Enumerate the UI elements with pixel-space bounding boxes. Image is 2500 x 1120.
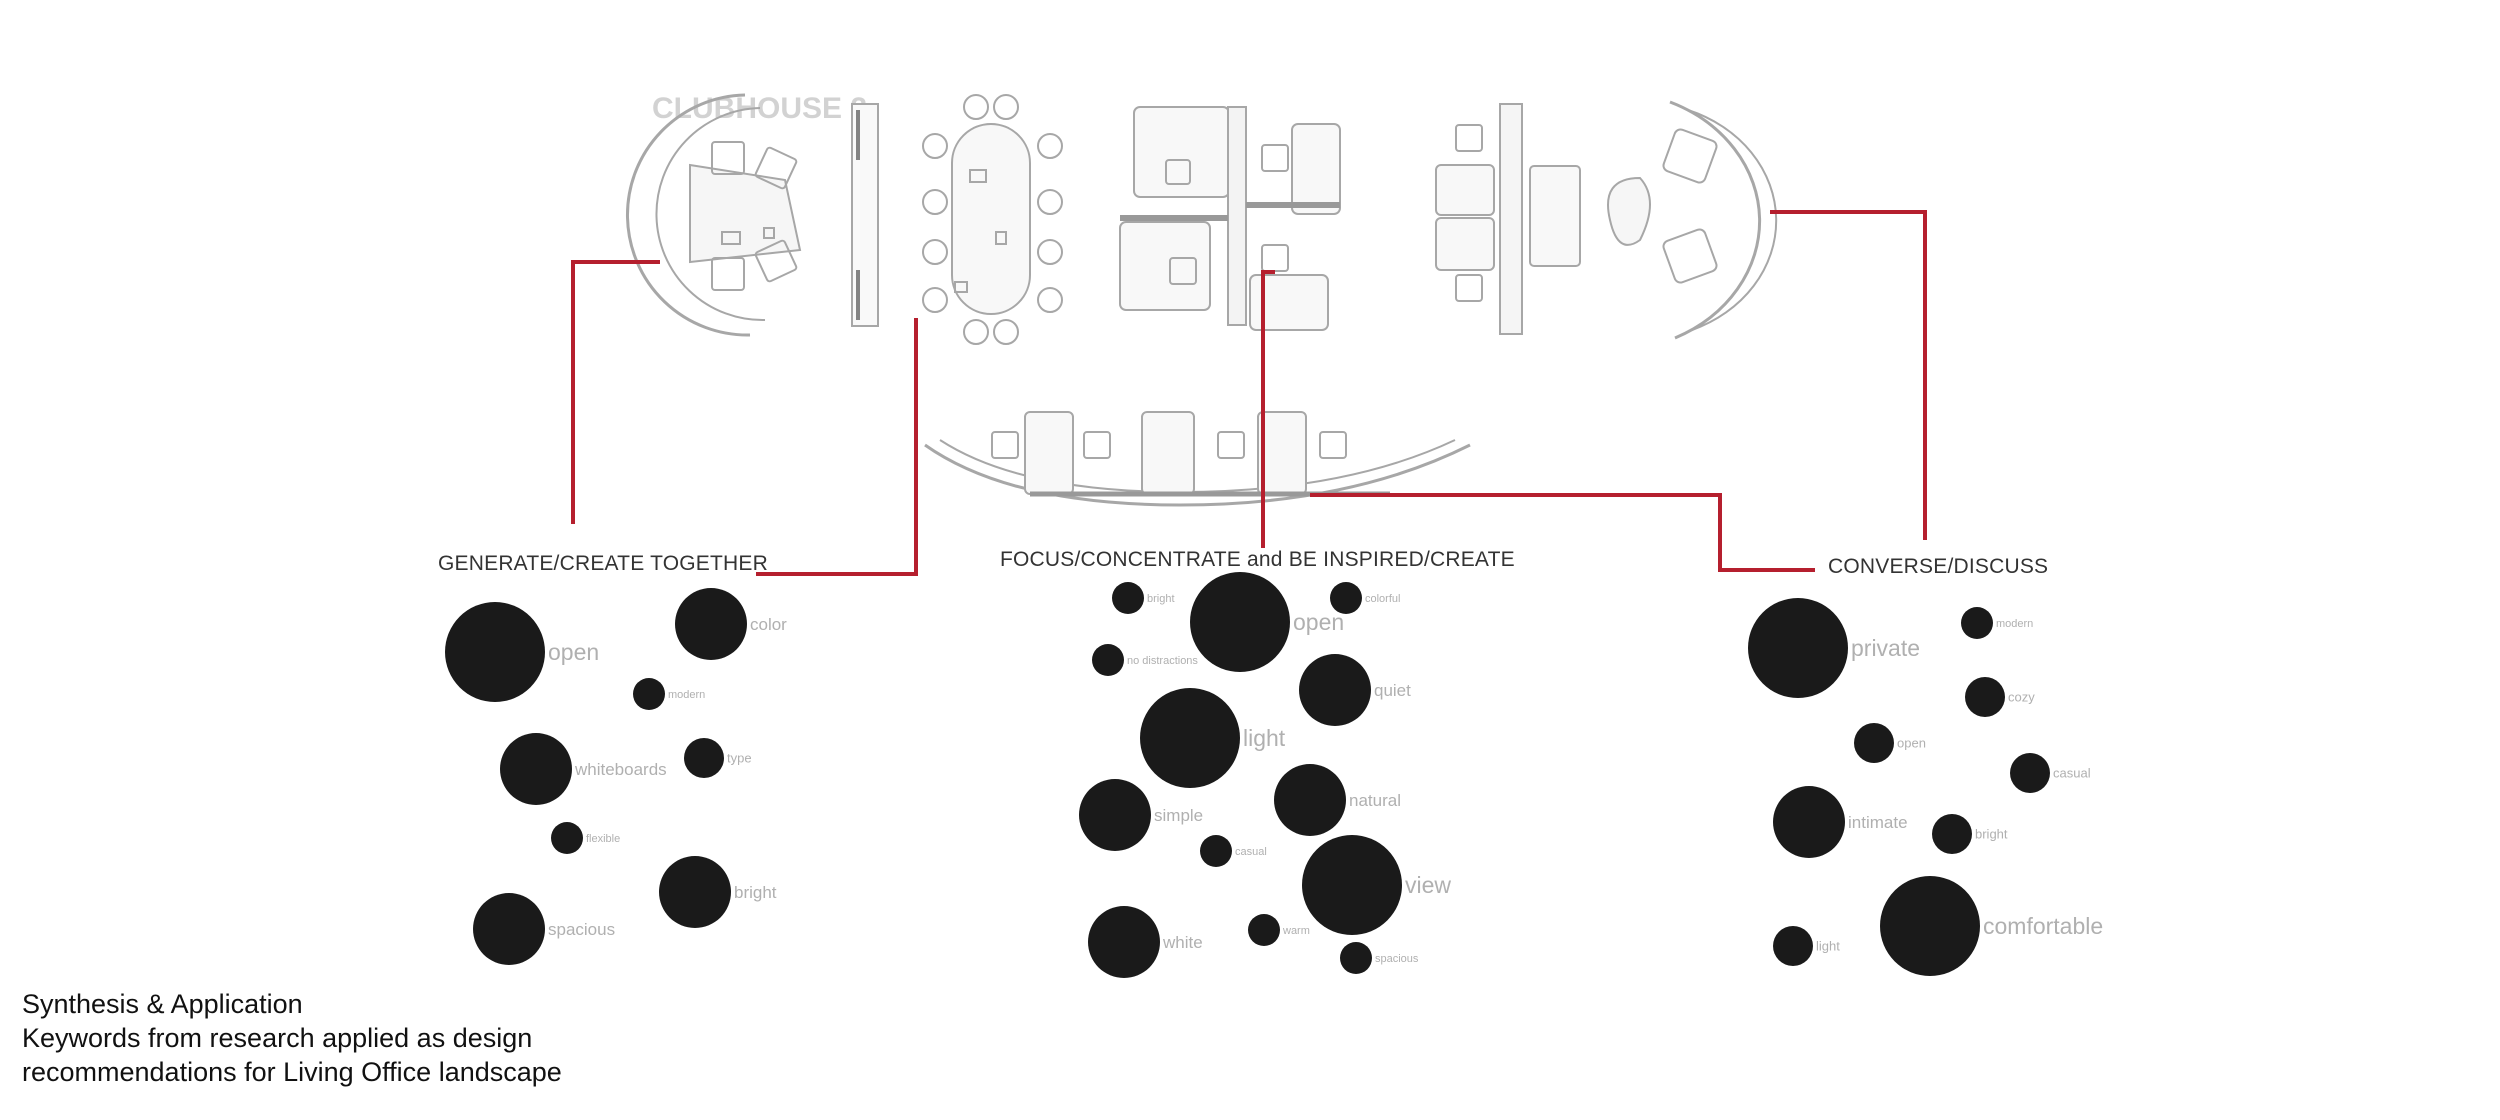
keyword-bubble — [1748, 598, 1848, 698]
keyword-bubble — [1299, 654, 1371, 726]
keyword-bubble — [445, 602, 545, 702]
keyword-label: light — [1816, 939, 1840, 954]
keyword-label: white — [1162, 933, 1203, 952]
keyword-label: whiteboards — [574, 760, 667, 779]
keyword-label: type — [727, 751, 752, 766]
left-lounge-zone — [626, 93, 802, 337]
workstation-cluster — [1119, 106, 1341, 331]
keyword-bubble — [1773, 926, 1813, 966]
keyword-label: bright — [1147, 593, 1175, 605]
keyword-label: natural — [1349, 791, 1401, 810]
keyword-label: warm — [1282, 925, 1310, 937]
heading-focus-concentrate: FOCUS/CONCENTRATE and BE INSPIRED/CREATE — [1000, 548, 1515, 571]
keyword-bubble — [1190, 572, 1290, 672]
caption-line-3: recommendations for Living Office landsc… — [22, 1057, 562, 1087]
keyword-label: cozy — [2008, 690, 2035, 705]
keyword-label: private — [1851, 635, 1920, 661]
divider-panel — [851, 103, 879, 327]
connector-lines — [571, 210, 1927, 576]
keyword-label: open — [1293, 609, 1344, 635]
bottom-bench-zone — [924, 411, 1471, 507]
keyword-bubble — [1854, 723, 1894, 763]
keyword-bubble — [1274, 764, 1346, 836]
caption-title: Synthesis & Application — [22, 989, 303, 1019]
keyword-bubble — [1248, 914, 1280, 946]
keyword-label: modern — [668, 689, 705, 701]
keyword-label: modern — [1996, 618, 2033, 630]
keyword-bubble — [1079, 779, 1151, 851]
keyword-bubbles: open color modern whiteboards type flexible br… — [445, 572, 2103, 978]
keyword-label: casual — [1235, 846, 1267, 858]
keyword-bubble — [1965, 677, 2005, 717]
keyword-bubble — [675, 588, 747, 660]
keyword-label: no distractions — [1127, 655, 1198, 667]
keyword-label: quiet — [1374, 681, 1411, 700]
caption-line-2: Keywords from research applied as design — [22, 1023, 533, 1053]
keyword-label: open — [548, 639, 599, 665]
keyword-bubble — [2010, 753, 2050, 793]
floor-plan: CLUBHOUSE 2 — [626, 92, 1778, 507]
conference-table — [922, 94, 1063, 345]
right-lounge-zone — [1435, 100, 1778, 340]
connector-generate-right — [756, 318, 918, 576]
keyword-bubble — [500, 733, 572, 805]
keyword-label: colorful — [1365, 593, 1400, 605]
keyword-label: color — [750, 615, 787, 634]
keyword-bubble — [473, 893, 545, 965]
keyword-label: casual — [2053, 766, 2091, 781]
keyword-bubble — [1140, 688, 1240, 788]
keyword-label: comfortable — [1983, 913, 2103, 939]
keyword-label: intimate — [1848, 813, 1908, 832]
keyword-bubble — [1880, 876, 1980, 976]
keyword-bubble — [1088, 906, 1160, 978]
keyword-label: bright — [734, 883, 777, 902]
keyword-bubble — [551, 822, 583, 854]
keyword-label: flexible — [586, 833, 620, 845]
keyword-bubble — [1330, 582, 1362, 614]
keyword-bubble — [1092, 644, 1124, 676]
heading-generate-create-together: GENERATE/CREATE TOGETHER — [438, 552, 768, 575]
keyword-bubble — [633, 678, 665, 710]
keyword-bubble — [1200, 835, 1232, 867]
connector-converse-lounge — [1770, 210, 1927, 540]
connector-converse-bench — [1310, 493, 1815, 572]
keyword-label: spacious — [1375, 953, 1419, 965]
keyword-bubble — [659, 856, 731, 928]
keyword-bubble — [1340, 942, 1372, 974]
caption-block: Synthesis & Application Keywords from re… — [22, 987, 562, 1089]
keyword-bubble — [1773, 786, 1845, 858]
heading-converse-discuss: CONVERSE/DISCUSS — [1828, 555, 2049, 578]
keyword-bubble — [1302, 835, 1402, 935]
keyword-label: open — [1897, 736, 1926, 751]
keyword-label: bright — [1975, 827, 2008, 842]
keyword-label: light — [1243, 725, 1286, 751]
keyword-bubble — [1112, 582, 1144, 614]
connector-generate-left — [571, 260, 660, 524]
keyword-bubble — [1932, 814, 1972, 854]
keyword-label: simple — [1154, 806, 1203, 825]
keyword-label: spacious — [548, 920, 615, 939]
keyword-bubble — [1961, 607, 1993, 639]
keyword-bubble — [684, 738, 724, 778]
connector-focus — [1261, 270, 1275, 548]
keyword-label: view — [1405, 872, 1451, 898]
